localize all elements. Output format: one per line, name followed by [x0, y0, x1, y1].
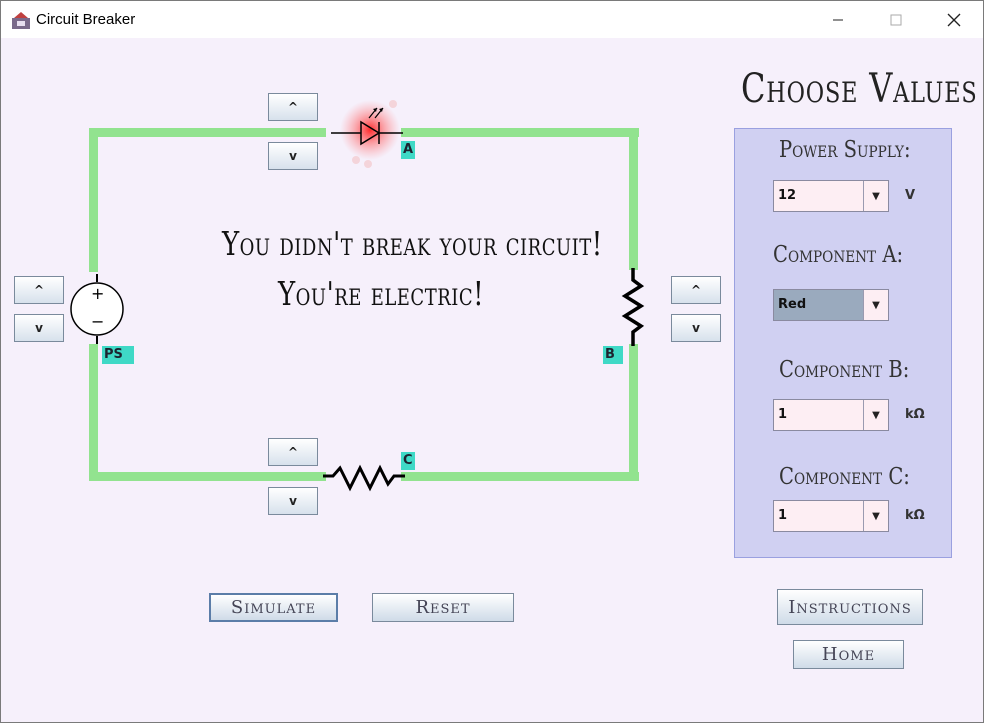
component-a-value: Red: [778, 297, 807, 312]
app-icon: [12, 12, 30, 29]
wire-bottom-right: [401, 472, 639, 481]
tag-c: C: [401, 452, 415, 470]
component-c-unit: kΩ: [905, 508, 925, 523]
triangle-down-icon[interactable]: ▼: [863, 501, 888, 531]
resistor-c-icon: [323, 464, 405, 492]
minimize-icon: [833, 19, 843, 20]
component-c-label: Component C:: [779, 464, 910, 490]
component-b-up-button[interactable]: ^: [671, 276, 721, 304]
power-supply-up-button[interactable]: ^: [14, 276, 64, 304]
result-message-line2: You're electric!: [278, 276, 485, 314]
component-a-up-button[interactable]: ^: [268, 93, 318, 121]
led-component-icon: [331, 100, 403, 168]
wire-top-left: [89, 128, 326, 137]
component-b-value: 1: [778, 407, 788, 422]
component-b-unit: kΩ: [905, 407, 925, 422]
power-supply-dropdown[interactable]: 12 ▼: [773, 180, 889, 212]
close-button[interactable]: [925, 1, 983, 38]
component-c-dropdown[interactable]: 1 ▼: [773, 500, 889, 532]
component-a-label: Component A:: [773, 242, 904, 268]
component-b-label: Component B:: [779, 357, 910, 383]
maximize-button[interactable]: [867, 1, 925, 38]
resistor-b-icon: [621, 268, 645, 346]
tag-a: A: [401, 141, 416, 159]
component-c-down-button[interactable]: v: [268, 487, 318, 515]
wire-left-upper: [89, 128, 98, 272]
component-a-down-button[interactable]: v: [268, 142, 318, 170]
power-source-icon: [70, 274, 124, 344]
wire-bottom-left: [89, 472, 326, 481]
component-b-dropdown[interactable]: 1 ▼: [773, 399, 889, 431]
power-supply-unit: V: [905, 188, 916, 203]
wire-right-lower: [629, 344, 638, 481]
power-minus-symbol: −: [91, 312, 105, 331]
wire-left-lower: [89, 344, 98, 481]
values-panel: Power Supply: 12 ▼ V Component A: Red ▼ …: [734, 128, 952, 558]
tag-ps: PS: [102, 346, 134, 364]
result-message-line1: You didn't break your circuit!: [222, 226, 603, 264]
home-button[interactable]: Home: [793, 640, 904, 669]
power-supply-down-button[interactable]: v: [14, 314, 64, 342]
component-a-dropdown[interactable]: Red ▼: [773, 289, 889, 321]
triangle-down-icon[interactable]: ▼: [863, 400, 888, 430]
power-supply-value: 12: [778, 188, 797, 203]
maximize-icon: [890, 14, 902, 25]
main-content: + − A B C PS ^ v ^ v ^ v ^ v You didn't …: [1, 38, 983, 722]
reset-button[interactable]: Reset: [372, 593, 514, 622]
wire-top-right: [401, 128, 639, 137]
component-b-down-button[interactable]: v: [671, 314, 721, 342]
simulate-button[interactable]: Simulate: [209, 593, 338, 622]
window-title: Circuit Breaker: [36, 11, 136, 28]
component-c-value: 1: [778, 508, 788, 523]
choose-values-title: Choose Values: [741, 66, 978, 112]
triangle-down-icon[interactable]: ▼: [863, 181, 888, 211]
instructions-button[interactable]: Instructions: [777, 589, 923, 625]
title-bar: Circuit Breaker: [1, 1, 983, 38]
triangle-down-icon[interactable]: ▼: [863, 290, 888, 320]
close-icon: [947, 13, 961, 26]
component-c-up-button[interactable]: ^: [268, 438, 318, 466]
tag-b: B: [603, 346, 623, 364]
minimize-button[interactable]: [809, 1, 867, 38]
power-plus-symbol: +: [91, 284, 105, 303]
power-supply-label: Power Supply:: [779, 137, 911, 163]
wire-right-upper: [629, 128, 638, 270]
